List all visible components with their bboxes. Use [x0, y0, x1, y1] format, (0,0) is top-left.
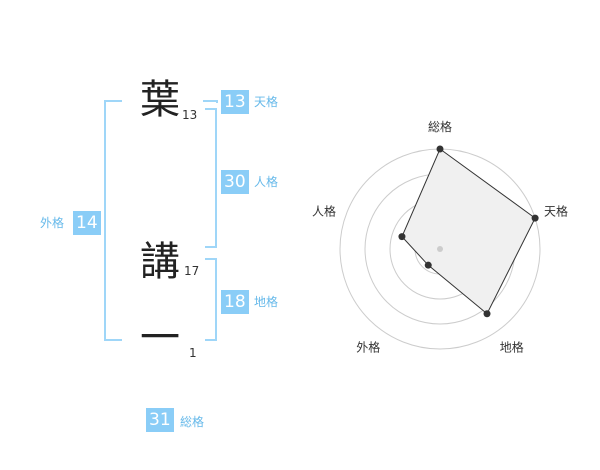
radar-area	[401, 148, 536, 315]
radar-axis-label-2: 天格	[544, 203, 568, 218]
name-char-1: 葉	[140, 77, 180, 123]
jinkaku-badge: 30	[221, 170, 249, 194]
radar-axis-label-5: 人格	[312, 203, 336, 218]
tenkaku-label: 天格	[254, 95, 279, 109]
radar-axis-label-1: 総格	[428, 119, 452, 134]
stroke-count-1: 13	[182, 108, 198, 122]
chikaku-label: 地格	[254, 295, 279, 309]
soukaku-label: 総格	[180, 415, 205, 429]
radar-axis-label-4: 外格	[356, 340, 380, 355]
chikaku-bracket	[205, 258, 217, 341]
radar-point-2	[531, 214, 539, 222]
radar-points	[398, 145, 539, 318]
gaikaku-badge: 14	[73, 211, 101, 235]
name-char-3: 一	[140, 315, 180, 361]
tenkaku-bracket	[203, 100, 218, 103]
radar-point-1	[436, 145, 444, 153]
radar-point-5	[398, 233, 406, 241]
jinkaku-label: 人格	[254, 175, 279, 189]
jinkaku-bracket	[205, 108, 217, 248]
radar-point-3	[483, 310, 491, 318]
tenkaku-badge: 13	[221, 90, 249, 114]
stroke-count-2: 17	[184, 264, 200, 278]
gaikaku-label: 外格	[40, 216, 65, 230]
radar-point-4	[424, 261, 432, 269]
radar-axis-label-3: 地格	[500, 340, 524, 355]
name-char-2: 講	[140, 239, 180, 285]
gaikaku-bracket	[104, 100, 122, 341]
soukaku-badge: 31	[146, 408, 174, 432]
radar-center	[437, 246, 443, 252]
chikaku-badge: 18	[221, 290, 249, 314]
stroke-count-3: 1	[189, 346, 197, 360]
